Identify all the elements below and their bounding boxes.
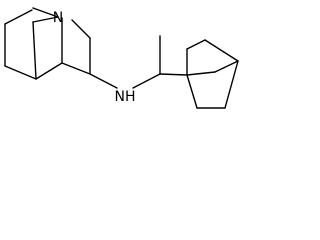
amine-label: NH [115, 89, 136, 105]
bond [132, 73, 161, 89]
bond [186, 74, 198, 109]
bond [4, 9, 33, 25]
bond [71, 19, 91, 39]
bond [32, 21, 37, 80]
bond [159, 73, 188, 76]
bond [4, 65, 37, 80]
bond [186, 39, 206, 50]
bond [32, 16, 59, 23]
bridgehead-nitrogen-label: N [53, 10, 63, 26]
molecule-structure: N NH [4, 7, 239, 109]
bond [32, 7, 59, 18]
bond [214, 60, 239, 73]
bond [61, 62, 91, 75]
bonds [4, 7, 239, 109]
bond [204, 39, 239, 62]
bond [35, 62, 63, 80]
bond [89, 73, 118, 89]
bond [224, 60, 239, 109]
bond [186, 71, 216, 76]
